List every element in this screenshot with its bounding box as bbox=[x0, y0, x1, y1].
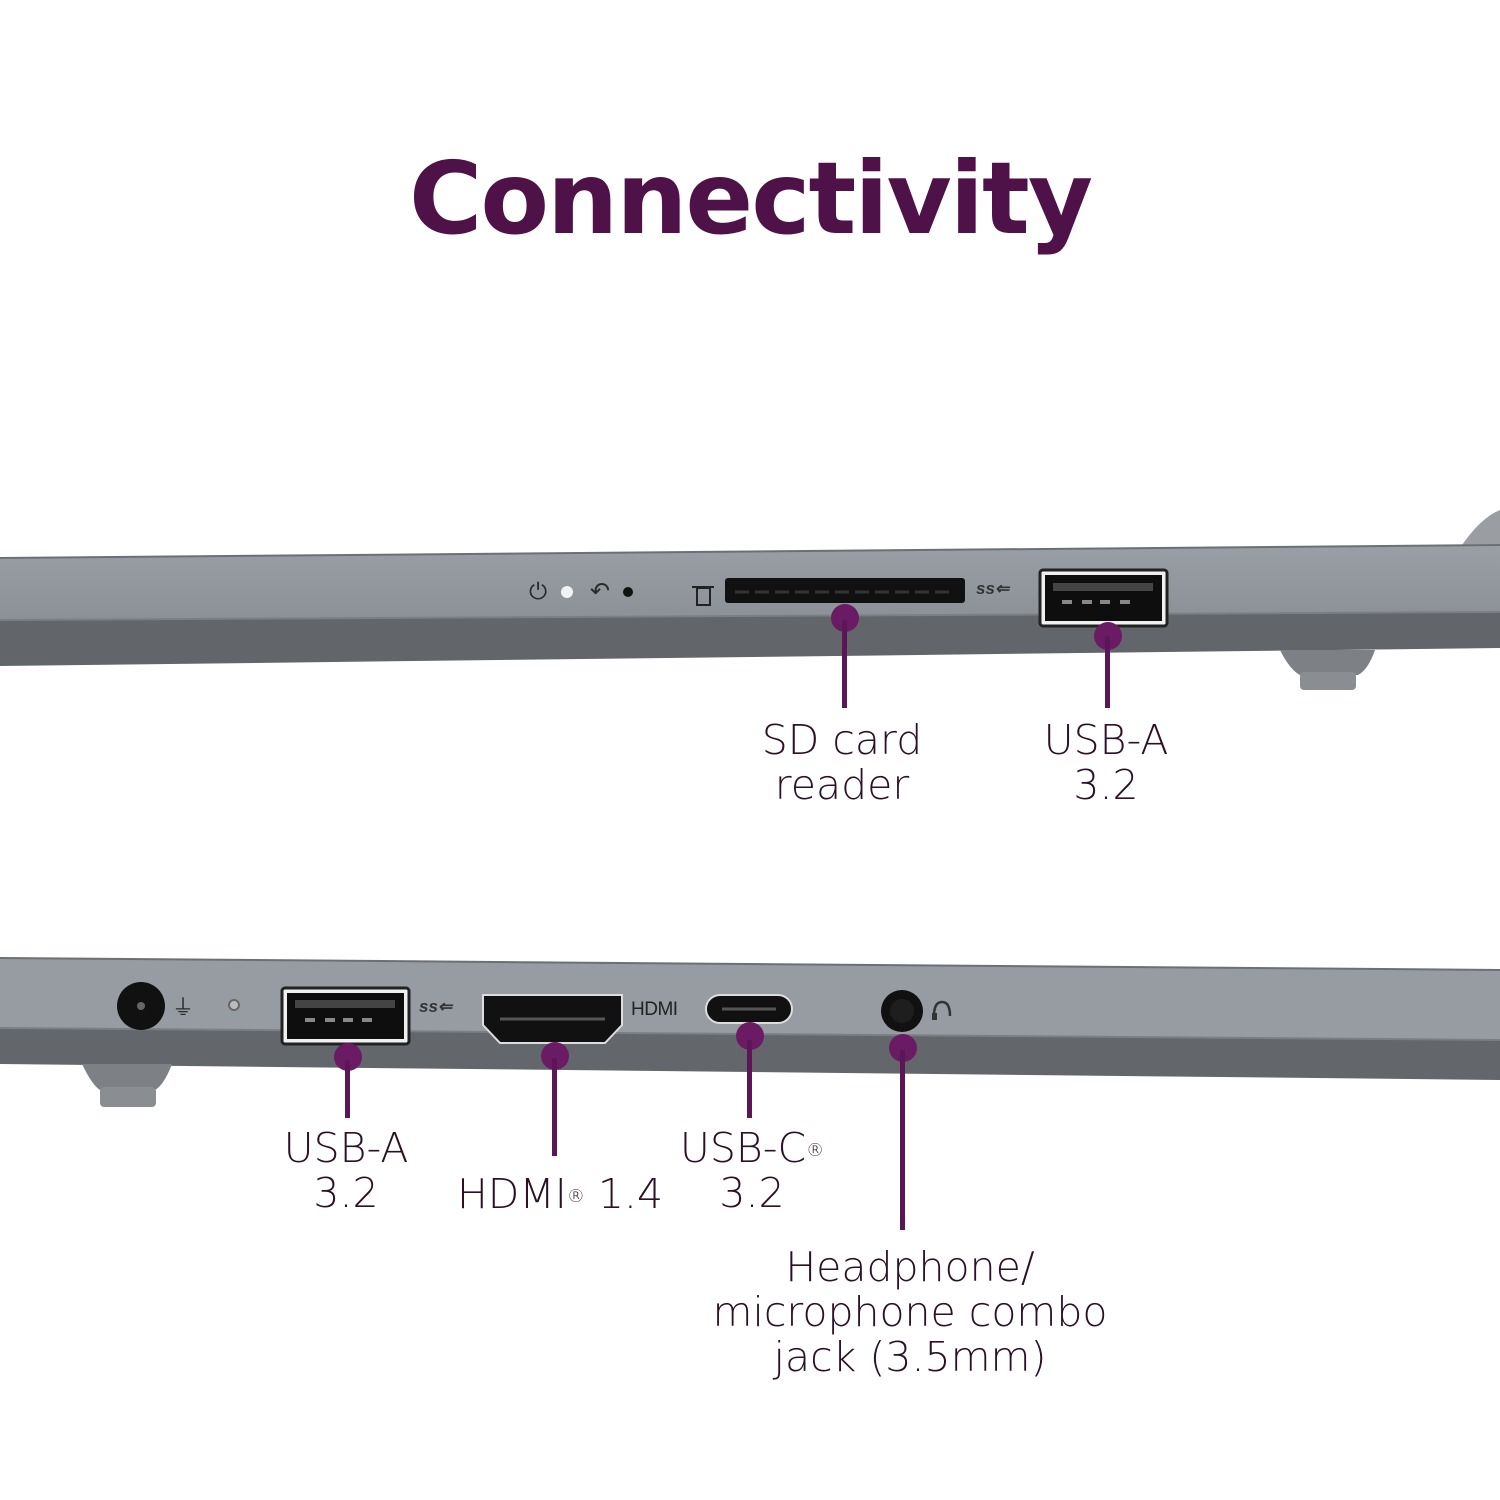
laptop-left-side-chassis bbox=[0, 957, 1500, 1107]
label-line: jack (3.5mm) bbox=[773, 1333, 1047, 1381]
power-icon: ⏻ bbox=[529, 579, 548, 605]
usb-c-label: USB-C® 3.2 bbox=[652, 1126, 852, 1216]
registered-mark: ® bbox=[566, 1186, 585, 1207]
audio-jack-callout-line bbox=[900, 1050, 905, 1230]
hdmi-callout-line bbox=[552, 1058, 557, 1156]
label-line: 3.2 bbox=[719, 1169, 785, 1217]
label-line: reader bbox=[774, 761, 910, 809]
usb-c-callout-line bbox=[747, 1040, 752, 1118]
label-line: microphone combo bbox=[712, 1288, 1108, 1336]
hdmi-label: HDMI® 1.4 bbox=[440, 1172, 680, 1217]
label-line: USB-A bbox=[283, 1124, 409, 1172]
novo-button-icon: ↶ bbox=[590, 577, 611, 605]
registered-mark: ® bbox=[806, 1140, 825, 1161]
sd-card-callout-line bbox=[842, 620, 847, 708]
label-version: 1.4 bbox=[584, 1170, 664, 1218]
sd-card-reader-label: SD card reader bbox=[742, 718, 942, 808]
laptop-right-side-chassis bbox=[0, 510, 1500, 690]
plug-icon: ⏚ bbox=[172, 996, 195, 1021]
audio-jack-label: Headphone/ microphone combo jack (3.5mm) bbox=[660, 1245, 1160, 1380]
superspeed-usb-mark: ss⇐ bbox=[419, 997, 453, 1016]
label-line: Headphone/ bbox=[785, 1243, 1035, 1291]
usb-a-right-callout-line bbox=[1105, 636, 1110, 708]
label-line: 3.2 bbox=[1073, 761, 1139, 809]
usb-a-left-label: USB-A 3.2 bbox=[246, 1126, 446, 1216]
label-line: USB-C® bbox=[652, 1126, 852, 1171]
usb-a-right-label: USB-A 3.2 bbox=[1006, 718, 1206, 808]
hdmi-mark: HDMI bbox=[631, 999, 678, 1020]
label-line: USB-A bbox=[1043, 716, 1169, 764]
label-main: USB-C bbox=[679, 1124, 807, 1172]
superspeed-usb-mark: ss⇐ bbox=[976, 579, 1010, 598]
label-line: 3.2 bbox=[313, 1169, 379, 1217]
laptop-right-side bbox=[0, 500, 1500, 700]
page-title: Connectivity bbox=[408, 140, 1093, 257]
laptop-left-side bbox=[0, 940, 1500, 1120]
label-main: HDMI bbox=[456, 1170, 567, 1218]
label-line: SD card bbox=[761, 716, 923, 764]
usb-a-left-callout-line bbox=[345, 1060, 350, 1118]
